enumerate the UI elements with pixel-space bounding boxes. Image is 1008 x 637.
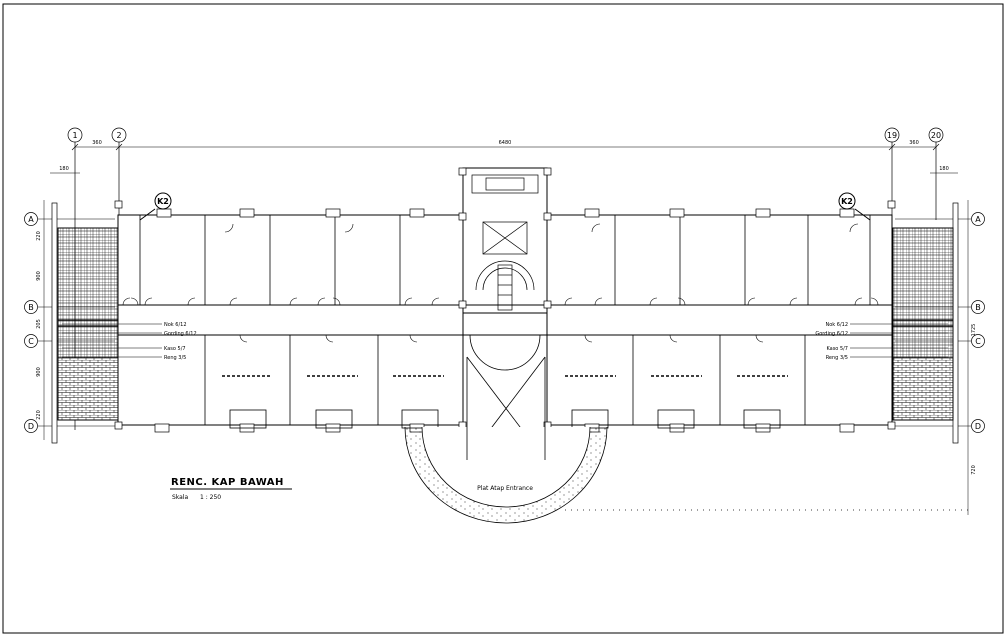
- grid-row-markers-right: [971, 212, 985, 433]
- scale-label: Skala: [172, 494, 189, 501]
- top-dimension-line: [50, 143, 958, 174]
- sheet-border: [2, 3, 1004, 634]
- room-partitions: [139, 215, 871, 425]
- callout-right-nok: Nok 6/12: [825, 322, 848, 328]
- callout-left-kaso: Kaso 5/7: [164, 346, 186, 352]
- callout-right-kaso: Kaso 5/7: [826, 346, 848, 352]
- dim-end-bay-left: 360: [92, 140, 102, 146]
- right-wing-roof: [892, 227, 954, 421]
- row-label-right-d: D: [975, 422, 981, 431]
- callout-left-reng: Reng 3/5: [164, 355, 186, 361]
- drawing-title: RENC. KAP BAWAH: [171, 477, 284, 488]
- building-outline: [117, 167, 893, 426]
- callout-leaders: [62, 323, 948, 358]
- section-marks: [139, 192, 871, 221]
- grid-label-1: 1: [72, 131, 77, 140]
- scale-value: 1 : 250: [200, 494, 221, 501]
- callout-left-nok: Nok 6/12: [164, 322, 187, 328]
- dim-left-seg-1: 220: [36, 231, 42, 241]
- dim-right-bottom: 720: [971, 465, 977, 475]
- door-swings: [122, 223, 879, 343]
- row-label-right-b: B: [975, 303, 981, 312]
- row-label-right-a: A: [975, 215, 981, 224]
- row-label-left-d: D: [28, 422, 34, 431]
- row-label-left-c: C: [28, 337, 34, 346]
- row-label-left-b: B: [28, 303, 34, 312]
- dim-left-seg-3: 205: [36, 319, 42, 329]
- dim-offset-left: 180: [59, 166, 69, 172]
- dim-end-bay-right: 360: [909, 140, 919, 146]
- left-wing-roof: [57, 227, 119, 421]
- dim-right-total: 1725: [971, 324, 977, 337]
- entrance-label: Plat Atap Entrance: [477, 485, 533, 492]
- central-staircase: [471, 174, 539, 311]
- callout-right-reng: Reng 3/5: [826, 355, 848, 361]
- dim-overall: 6480: [499, 140, 512, 146]
- dim-offset-right: 180: [939, 166, 949, 172]
- callout-left-gording: Gording 6/12: [164, 331, 197, 337]
- grid-label-19: 19: [887, 131, 897, 140]
- grid-label-20: 20: [931, 131, 941, 140]
- dim-left-seg-5: 220: [36, 410, 42, 420]
- grid-row-markers-left: [24, 212, 38, 433]
- dim-left-seg-2: 900: [36, 271, 42, 281]
- row-label-right-c: C: [975, 337, 981, 346]
- row-label-left-a: A: [28, 215, 34, 224]
- dim-left-seg-4: 900: [36, 367, 42, 377]
- entrance-canopy: [404, 334, 608, 524]
- section-mark-left: K2: [157, 197, 169, 206]
- grid-label-2: 2: [116, 131, 121, 140]
- grid-column-markers: [67, 127, 944, 430]
- callout-right-gording: Gording 6/12: [815, 331, 848, 337]
- section-mark-right: K2: [841, 197, 853, 206]
